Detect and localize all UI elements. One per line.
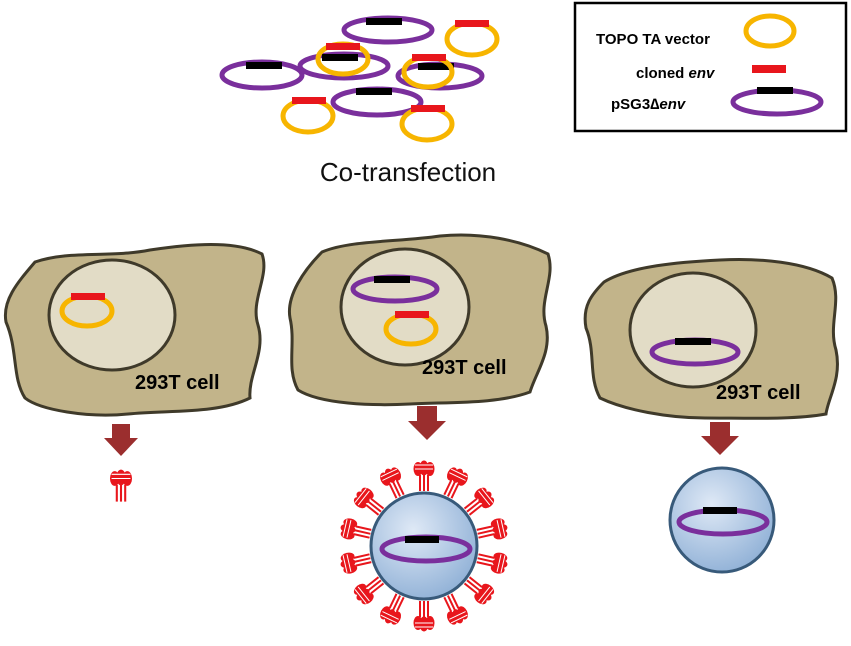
- virion-without-env: [668, 466, 776, 574]
- down-arrow: [408, 406, 446, 440]
- cell-1: 293T cell: [3, 243, 266, 417]
- env-spike: [474, 546, 511, 577]
- cell-3: 293T cell: [583, 258, 839, 420]
- psg3-plasmid: [219, 59, 305, 91]
- legend-psg3-icon: [730, 87, 824, 117]
- topo-plasmid: [401, 54, 455, 90]
- virion-particle: [369, 491, 479, 601]
- psg3-plasmid: [341, 15, 435, 45]
- cell-label: 293T cell: [716, 382, 801, 404]
- legend-env-icon: [752, 65, 786, 73]
- psg3-plasmid: [330, 86, 424, 118]
- psg3-plasmid: [649, 337, 741, 367]
- env-spike: [337, 546, 374, 577]
- plasmid-cluster: [219, 15, 500, 143]
- psg3-plasmid: [676, 507, 770, 537]
- env-spike: [412, 459, 436, 492]
- psg3-plasmid: [297, 51, 391, 81]
- legend-topo-label: TOPO TA vector: [596, 31, 710, 48]
- env-spike: [337, 515, 374, 546]
- env-spike: [412, 600, 436, 633]
- legend-psg3-label: pSG3∆env: [611, 96, 687, 113]
- legend: TOPO TA vector cloned env pSG3∆env: [573, 1, 848, 133]
- down-arrow: [104, 424, 138, 456]
- cell-label: 293T cell: [422, 357, 507, 379]
- topo-plasmid: [280, 97, 336, 135]
- nucleus: [339, 247, 471, 367]
- legend-topo-icon: [743, 13, 797, 49]
- topo-plasmid: [383, 311, 439, 347]
- psg3-plasmid: [395, 61, 485, 91]
- nucleus: [628, 271, 758, 389]
- cell-label: 293T cell: [135, 372, 220, 394]
- topo-plasmid: [399, 105, 455, 143]
- virion-particle: [668, 466, 776, 574]
- psg3-plasmid: [379, 534, 473, 564]
- env-spike: [474, 515, 511, 546]
- free-env-protein: [108, 468, 134, 503]
- cell-2: 293T cell: [287, 233, 552, 407]
- topo-plasmid: [444, 20, 500, 58]
- down-arrow: [701, 422, 739, 455]
- virion-with-env: [337, 459, 511, 633]
- topo-plasmid: [315, 41, 371, 77]
- legend-env-label: cloned env: [636, 65, 716, 82]
- co-transfection-title: Co-transfection: [320, 157, 496, 187]
- psg3-plasmid: [350, 274, 440, 304]
- topo-plasmid: [59, 293, 115, 329]
